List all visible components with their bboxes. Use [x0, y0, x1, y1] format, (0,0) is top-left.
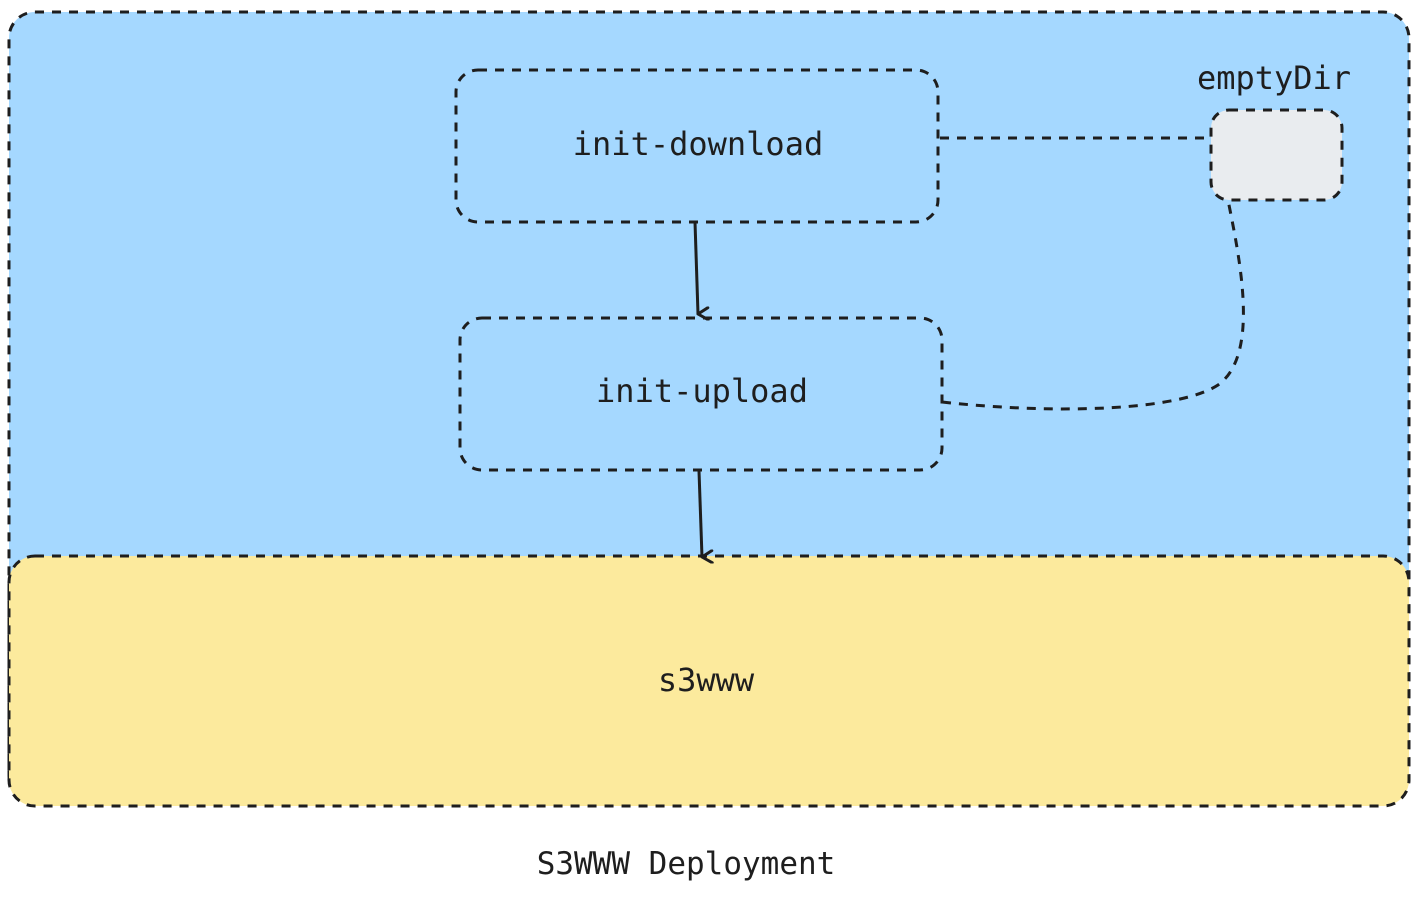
init-upload-label: init-upload	[596, 372, 808, 410]
link-upload-emptydir	[941, 199, 1245, 411]
s3www-label: s3www	[658, 661, 755, 699]
init-download-box	[454, 68, 940, 224]
s3www-container	[7, 554, 1411, 808]
init-upload-box	[458, 316, 944, 472]
arrow-upload-to-s3www	[697, 470, 702, 557]
empty-dir-volume	[1209, 108, 1344, 202]
init-download-label: init-download	[573, 125, 823, 163]
arrow-download-to-upload	[693, 221, 698, 314]
deployment-caption: S3WWW Deployment	[537, 846, 836, 882]
empty-dir-label: emptyDir	[1197, 59, 1351, 97]
